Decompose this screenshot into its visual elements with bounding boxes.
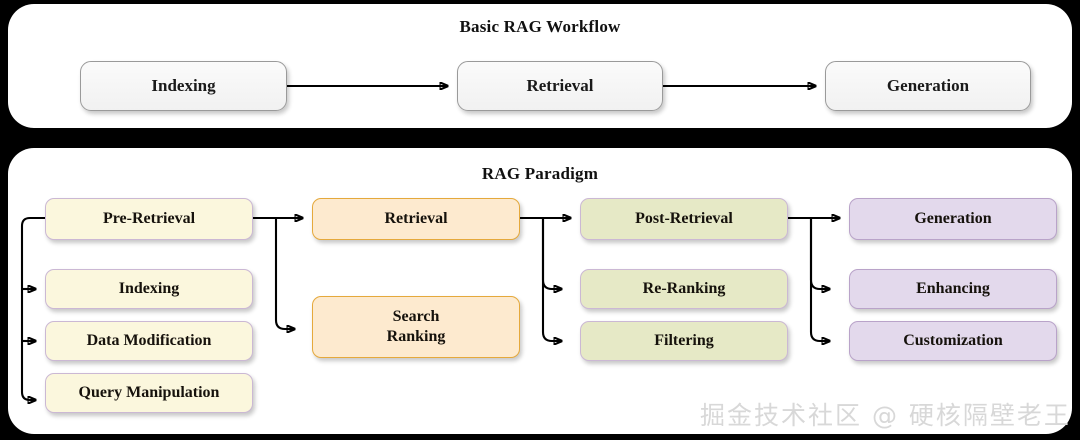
edge-pre-retrieval-to-search-ranking [274,218,295,329]
node-search-ranking-line1: Search [392,308,440,326]
edge-retrieval-to-re-ranking [541,218,562,289]
node-indexing[interactable]: Indexing [45,269,253,309]
basic-rag-workflow-panel: Basic RAG Workflow Indexing Retrieval Ge… [8,4,1072,128]
node-pre-retrieval[interactable]: Pre-Retrieval [45,198,253,240]
watermark-text: 掘金技术社区 @ 硬核隔壁老王 [700,401,1071,430]
edge-trunk-to-query-manipulation [20,216,45,400]
edge-post-retrieval-to-enhancing [809,218,830,289]
node-query-manipulation[interactable]: Query Manipulation [45,373,253,413]
node-search-ranking[interactable]: Search Ranking [312,296,520,358]
node-enhancing[interactable]: Enhancing [849,269,1057,309]
node-generation[interactable]: Generation [849,198,1057,240]
edge-post-retrieval-to-customization [809,218,830,341]
node-post-retrieval[interactable]: Post-Retrieval [580,198,788,240]
node-filtering[interactable]: Filtering [580,321,788,361]
basic-node-retrieval[interactable]: Retrieval [457,61,663,111]
node-retrieval[interactable]: Retrieval [312,198,520,240]
basic-node-indexing[interactable]: Indexing [80,61,287,111]
node-data-modification[interactable]: Data Modification [45,321,253,361]
node-re-ranking[interactable]: Re-Ranking [580,269,788,309]
rag-paradigm-title: RAG Paradigm [481,164,599,183]
basic-workflow-title: Basic RAG Workflow [459,17,621,36]
rag-paradigm-panel: RAG Paradigm Pre-Retri [8,148,1072,434]
edge-retrieval-to-filtering [541,218,562,341]
node-customization[interactable]: Customization [849,321,1057,361]
basic-node-generation[interactable]: Generation [825,61,1031,111]
node-search-ranking-line2: Ranking [386,328,446,345]
